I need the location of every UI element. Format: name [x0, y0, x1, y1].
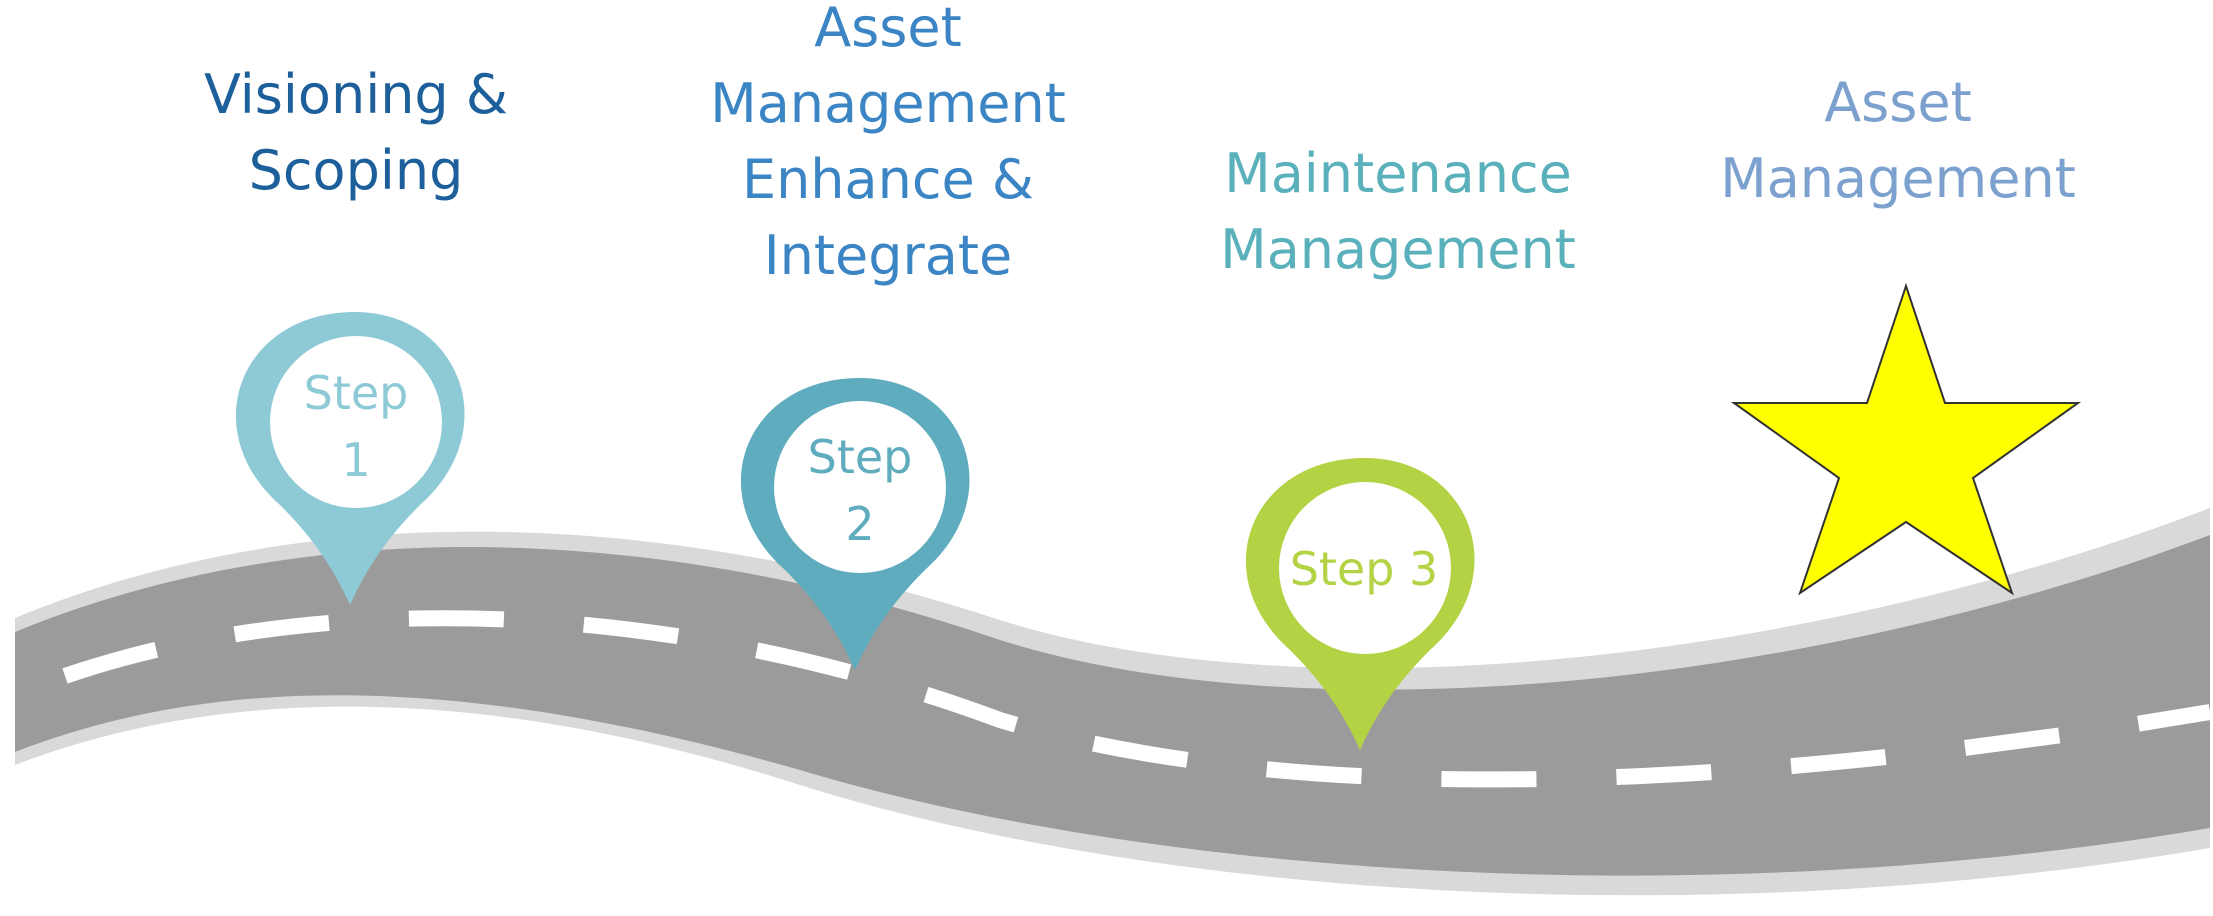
milestone-label-line: Management	[1720, 147, 2076, 210]
milestone-label-asset-management: Asset Management	[1698, 65, 2098, 217]
pin-label-line: Step 3	[1289, 542, 1439, 596]
step2-pin	[740, 378, 970, 670]
step3-pin-label: Step 3	[1264, 536, 1464, 603]
milestone-label-enhance: Asset Management Enhance & Integrate	[688, 0, 1088, 294]
lane-markings	[62, 610, 2212, 788]
step2-pin-label: Step 2	[760, 424, 960, 558]
step1-pin	[235, 312, 465, 605]
pin-label-line: 2	[845, 497, 875, 551]
milestone-label-line: Asset	[814, 0, 962, 59]
milestone-label-visioning: Visioning & Scoping	[156, 57, 556, 209]
road-surface	[15, 535, 2210, 876]
milestone-label-line: Integrate	[763, 224, 1013, 287]
milestone-label-line: Asset	[1824, 71, 1972, 134]
milestone-label-line: Enhance &	[741, 148, 1035, 211]
milestone-label-line: Management	[1220, 218, 1576, 281]
milestone-label-line: Maintenance	[1224, 142, 1572, 205]
star-icon	[1730, 282, 2082, 596]
milestone-label-line: Scoping	[248, 139, 464, 202]
pin-label-line: Step	[807, 430, 913, 484]
step1-pin-label: Step 1	[256, 360, 456, 494]
milestone-label-line: Visioning &	[204, 63, 508, 126]
milestone-label-line: Management	[710, 72, 1066, 135]
pin-label-line: Step	[303, 366, 409, 420]
pin-label-line: 1	[341, 433, 371, 487]
milestone-label-maintenance: Maintenance Management	[1198, 136, 1598, 288]
step3-pin	[1245, 458, 1475, 750]
